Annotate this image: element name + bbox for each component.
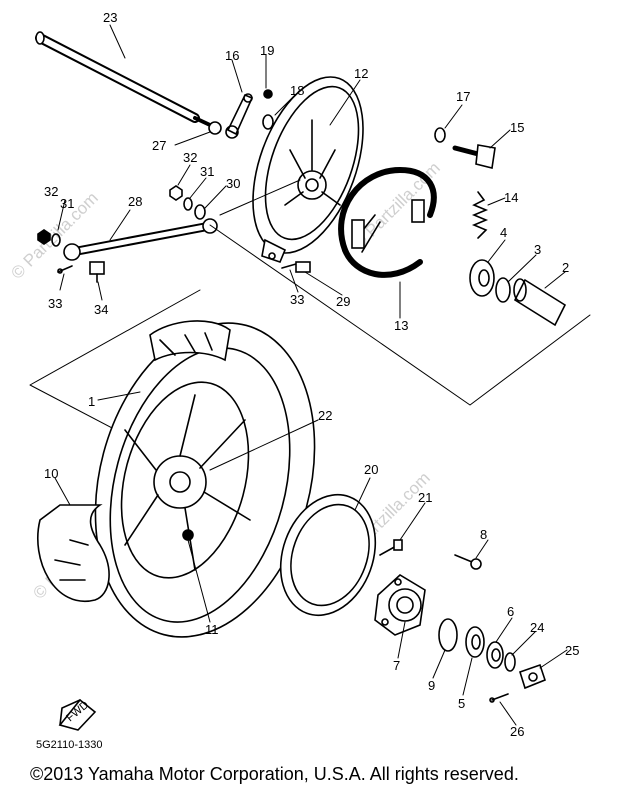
callout: 12 — [354, 66, 368, 81]
callout: 15 — [510, 120, 524, 135]
callout: 28 — [128, 194, 142, 209]
callout: 29 — [336, 294, 350, 309]
washer-31-upper — [183, 197, 193, 211]
diagram-code: 5G2110-1330 — [36, 739, 102, 751]
cotter-pin-33-right — [281, 263, 297, 269]
o-ring-9 — [438, 618, 458, 652]
circlip-24 — [504, 652, 516, 672]
callout: 1 — [88, 394, 95, 409]
bolt-19 — [263, 89, 273, 99]
bolt-26 — [489, 693, 509, 703]
spacer-2 — [513, 278, 567, 327]
callout: 5 — [458, 696, 465, 711]
collar-25 — [519, 663, 546, 690]
callout: 34 — [94, 302, 108, 317]
callout: 27 — [152, 138, 166, 153]
bolt-8 — [454, 554, 482, 570]
callout: 16 — [225, 48, 239, 63]
callout: 18 — [290, 83, 304, 98]
copyright-notice: ©2013 Yamaha Motor Corporation, U.S.A. A… — [30, 764, 519, 784]
callout: 31 — [200, 164, 214, 179]
callout: 20 — [364, 462, 378, 477]
callout: 19 — [260, 43, 274, 58]
nut-32-upper — [169, 185, 183, 201]
indicator-plate-18 — [262, 114, 274, 130]
bearing-5 — [465, 626, 485, 658]
assembly-guide — [209, 179, 591, 406]
washer-17 — [434, 127, 446, 143]
callout: 7 — [393, 658, 400, 673]
callout: 30 — [226, 176, 240, 191]
tension-bar — [63, 218, 218, 261]
callout: 32 — [44, 184, 58, 199]
callout: 23 — [103, 10, 117, 25]
callout: 32 — [183, 150, 197, 165]
rear-axle — [35, 31, 212, 127]
clutch-hub — [374, 574, 426, 636]
callout: 24 — [530, 620, 544, 635]
brake-shoe-set — [338, 166, 437, 278]
callout: 31 — [60, 196, 74, 211]
cast-wheel — [120, 381, 251, 579]
callout-numbers: 23 16 19 18 12 27 32 31 30 17 15 14 32 3… — [44, 10, 579, 739]
brake-camshaft-lever — [225, 93, 254, 139]
axle-nut — [208, 121, 222, 135]
brake-camshaft — [452, 144, 496, 169]
callout: 6 — [507, 604, 514, 619]
callout: 21 — [418, 490, 432, 505]
bolt-21 — [379, 539, 403, 556]
callout: 9 — [428, 678, 435, 693]
callout: 22 — [318, 408, 332, 423]
watermark-left: © Partzilla.com — [7, 188, 101, 282]
oil-seal-3 — [495, 277, 511, 303]
return-spring — [471, 191, 489, 239]
callout: 3 — [534, 242, 541, 257]
callout: 8 — [480, 527, 487, 542]
brake-shoe-plate — [252, 76, 364, 263]
callout: 13 — [394, 318, 408, 333]
leader-lines — [54, 24, 568, 726]
callout: 14 — [504, 190, 518, 205]
callout: 11 — [205, 622, 219, 637]
washer-30 — [194, 204, 206, 220]
washer-31-left — [51, 233, 61, 247]
callout: 25 — [565, 643, 579, 658]
callout: 33 — [48, 296, 62, 311]
bolt-34 — [89, 261, 105, 283]
bearing-4 — [469, 259, 495, 297]
nut-32-left — [37, 229, 51, 245]
callout: 17 — [456, 89, 470, 104]
tire-section — [37, 504, 110, 603]
oil-seal-6 — [486, 641, 504, 669]
callout: 2 — [562, 260, 569, 275]
callout: 4 — [500, 225, 507, 240]
callout: 10 — [44, 466, 58, 481]
fwd-arrow — [58, 698, 97, 731]
callout: 33 — [290, 292, 304, 307]
drum-ring — [279, 493, 377, 617]
bolt-29 — [295, 261, 311, 273]
callout: 26 — [510, 724, 524, 739]
cotter-pin-33-left — [57, 265, 73, 274]
